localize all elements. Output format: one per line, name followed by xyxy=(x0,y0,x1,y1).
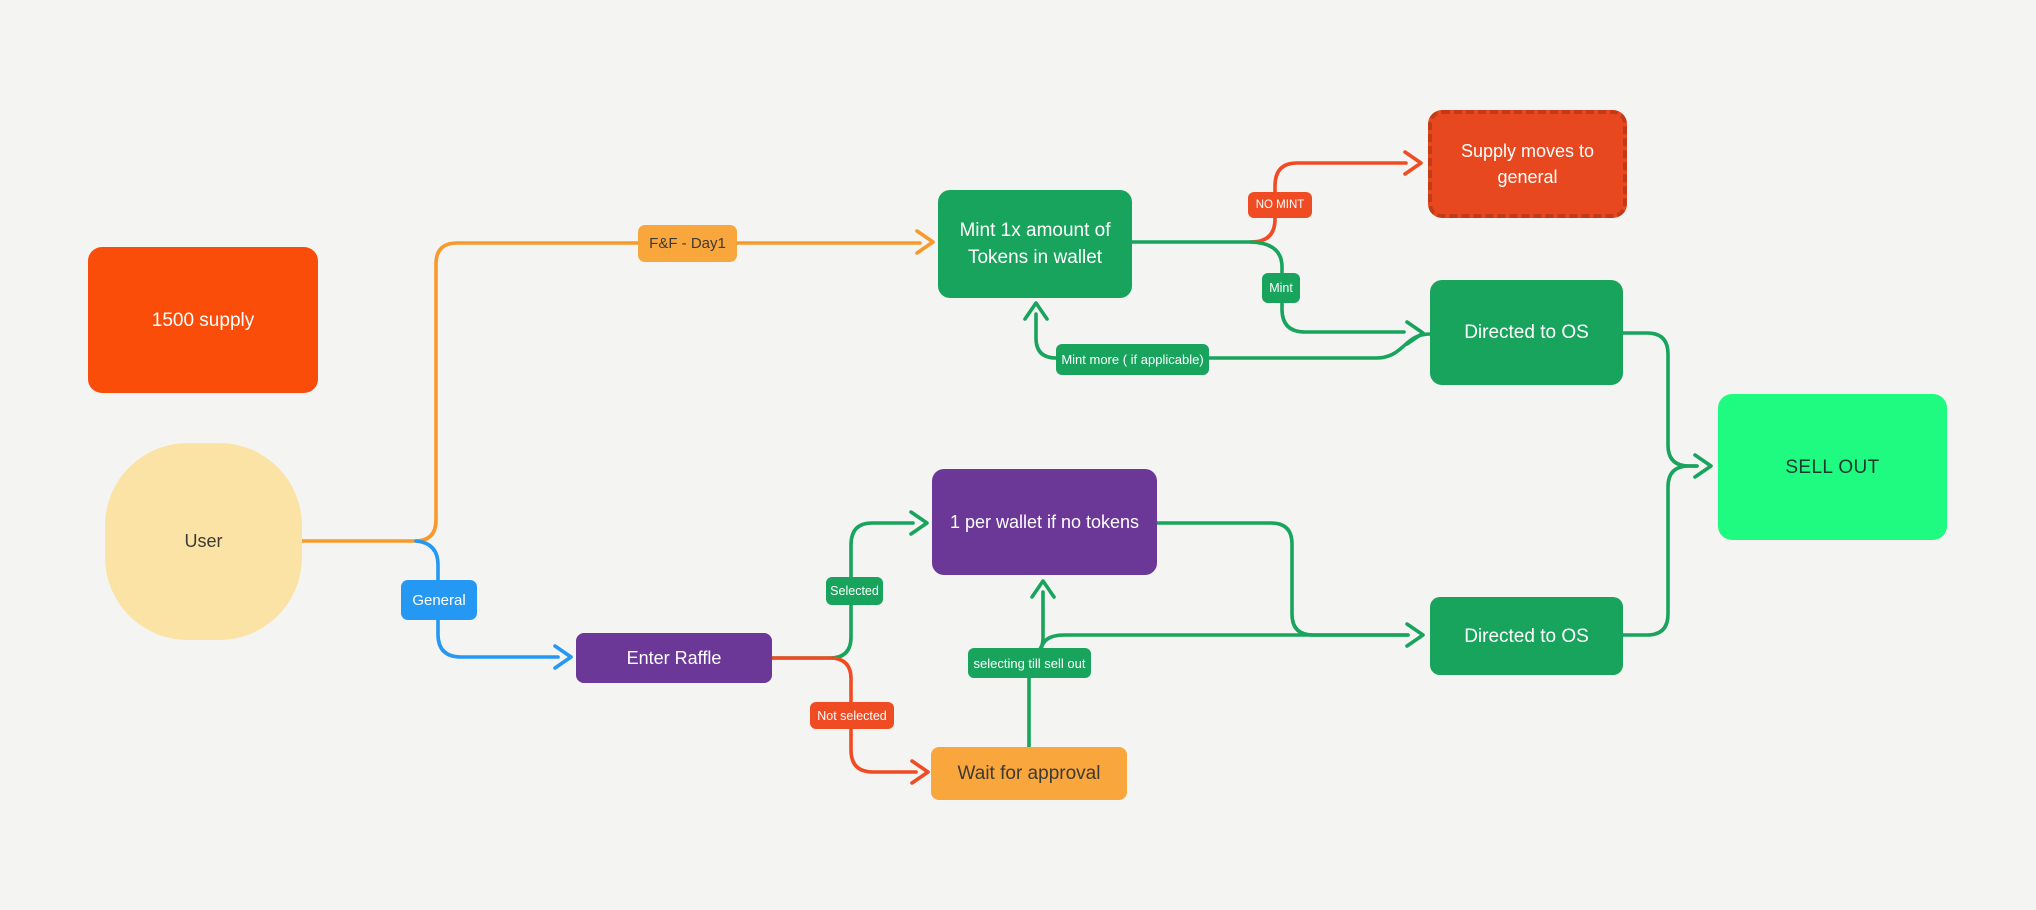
node-label: 1 per wallet if no tokens xyxy=(949,511,1140,532)
edge-label-general[interactable]: General xyxy=(401,580,477,620)
edge-label-mint-more[interactable]: Mint more ( if applicable) xyxy=(1056,344,1209,375)
connector-line[interactable] xyxy=(1039,633,1410,652)
node-one-per-wallet[interactable]: 1 per wallet if no tokens xyxy=(932,469,1157,575)
connector-line[interactable] xyxy=(414,539,560,659)
arrowhead-icon xyxy=(1403,150,1423,176)
node-enter-raffle[interactable]: Enter Raffle xyxy=(576,633,772,683)
node-directed-to-os-top[interactable]: Directed to OS xyxy=(1430,280,1623,385)
node-label: Enter Raffle xyxy=(626,647,722,668)
edge-label-not-selected[interactable]: Not selected xyxy=(810,702,894,729)
node-wait-for-approval[interactable]: Wait for approval xyxy=(931,747,1127,800)
edge-label-selecting-till-sell-out[interactable]: selecting till sell out xyxy=(968,648,1091,678)
connector-user-to-mint1x[interactable] xyxy=(300,229,935,543)
node-label: Wait for approval xyxy=(957,763,1101,784)
connector-line[interactable] xyxy=(300,241,922,543)
connector-line[interactable] xyxy=(1621,464,1699,637)
node-directed-to-os-bottom[interactable]: Directed to OS xyxy=(1430,597,1623,675)
arrowhead-icon xyxy=(1023,301,1049,321)
connector-os-top-to-sell-out[interactable] xyxy=(1621,331,1713,479)
arrowhead-icon xyxy=(1405,622,1425,648)
connector-os-bottom-to-sell-out[interactable] xyxy=(1621,464,1699,637)
connector-one-per-wallet-to-os-bottom[interactable] xyxy=(1155,521,1425,648)
node-label: SELL OUT xyxy=(1785,456,1880,478)
connector-line[interactable] xyxy=(1155,521,1410,637)
connector-user-to-enter-raffle[interactable] xyxy=(414,539,573,670)
node-1500-supply[interactable]: 1500 supply xyxy=(88,247,318,393)
arrowhead-icon xyxy=(1030,579,1056,599)
node-mint-1x-tokens[interactable]: Mint 1x amount of Tokens in wallet xyxy=(938,190,1132,298)
arrowhead-icon xyxy=(915,229,935,255)
connector-mint-more-to-mint1x[interactable] xyxy=(1023,301,1432,360)
node-supply-moves-to-general[interactable]: Supply moves to general xyxy=(1428,110,1627,218)
node-label: Directed to OS xyxy=(1464,322,1589,343)
node-sell-out[interactable]: SELL OUT xyxy=(1718,394,1947,540)
arrowhead-icon xyxy=(553,644,573,670)
connector-line[interactable] xyxy=(1034,312,1432,360)
node-label: 1500 supply xyxy=(151,309,255,331)
node-label: Directed to OS xyxy=(1464,625,1589,647)
connector-selecting-branch-to-os-bottom[interactable] xyxy=(1039,633,1410,652)
edge-label-mint[interactable]: Mint xyxy=(1262,273,1300,303)
node-label: Mint 1x amount of Tokens in wallet xyxy=(959,220,1111,268)
arrowhead-icon xyxy=(909,510,929,536)
edge-label-fnf-day1[interactable]: F&F - Day1 xyxy=(638,225,737,262)
connector-line[interactable] xyxy=(1249,240,1406,334)
node-label: User xyxy=(184,531,223,551)
node-label: Supply moves to general xyxy=(1460,141,1595,187)
connector-line[interactable] xyxy=(1621,331,1699,468)
connector-no-mint-to-supply-moves[interactable] xyxy=(1249,150,1423,244)
connector-line[interactable] xyxy=(1249,161,1408,244)
edge-label-no-mint[interactable]: NO MINT xyxy=(1248,192,1312,218)
arrowhead-icon xyxy=(910,759,930,785)
edge-label-selected[interactable]: Selected xyxy=(826,577,883,605)
node-user[interactable]: User xyxy=(105,443,302,640)
arrowhead-icon xyxy=(1693,453,1713,479)
